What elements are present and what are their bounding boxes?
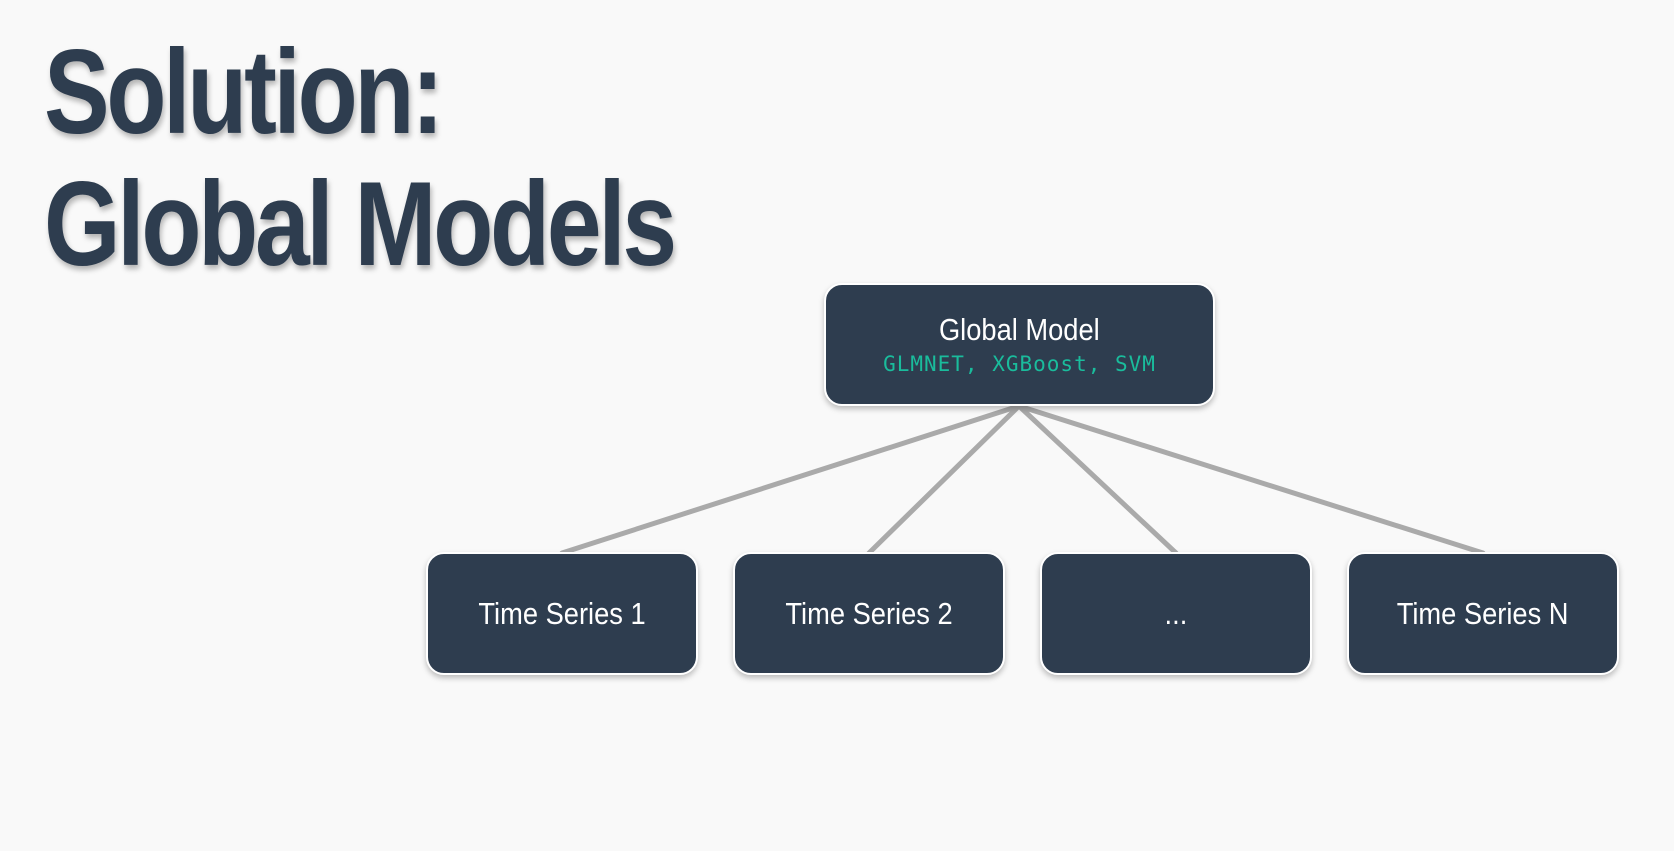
edge-to-time-series-2 xyxy=(866,403,1022,556)
ellipsis-node: ... xyxy=(1040,552,1312,675)
global-model-label: Global Model xyxy=(939,311,1100,347)
global-model-node: Global Model GLMNET, XGBoost, SVM xyxy=(824,283,1215,406)
slide-title: Solution: Global Models xyxy=(44,25,677,291)
time-series-n-node: Time Series N xyxy=(1347,552,1619,675)
time-series-2-node: Time Series 2 xyxy=(733,552,1005,675)
edge-to-time-series-1 xyxy=(559,403,1022,556)
time-series-2-label: Time Series 2 xyxy=(785,595,953,631)
edge-to-ellipsis xyxy=(1016,403,1179,556)
ellipsis-label: ... xyxy=(1164,595,1188,631)
title-line-2: Global Models xyxy=(44,157,677,291)
edge-to-time-series-n xyxy=(1016,403,1486,556)
time-series-1-label: Time Series 1 xyxy=(478,595,646,631)
time-series-n-label: Time Series N xyxy=(1397,595,1569,631)
time-series-1-node: Time Series 1 xyxy=(426,552,698,675)
global-model-algorithms: GLMNET, XGBoost, SVM xyxy=(883,351,1156,376)
title-line-1: Solution: xyxy=(44,25,444,159)
